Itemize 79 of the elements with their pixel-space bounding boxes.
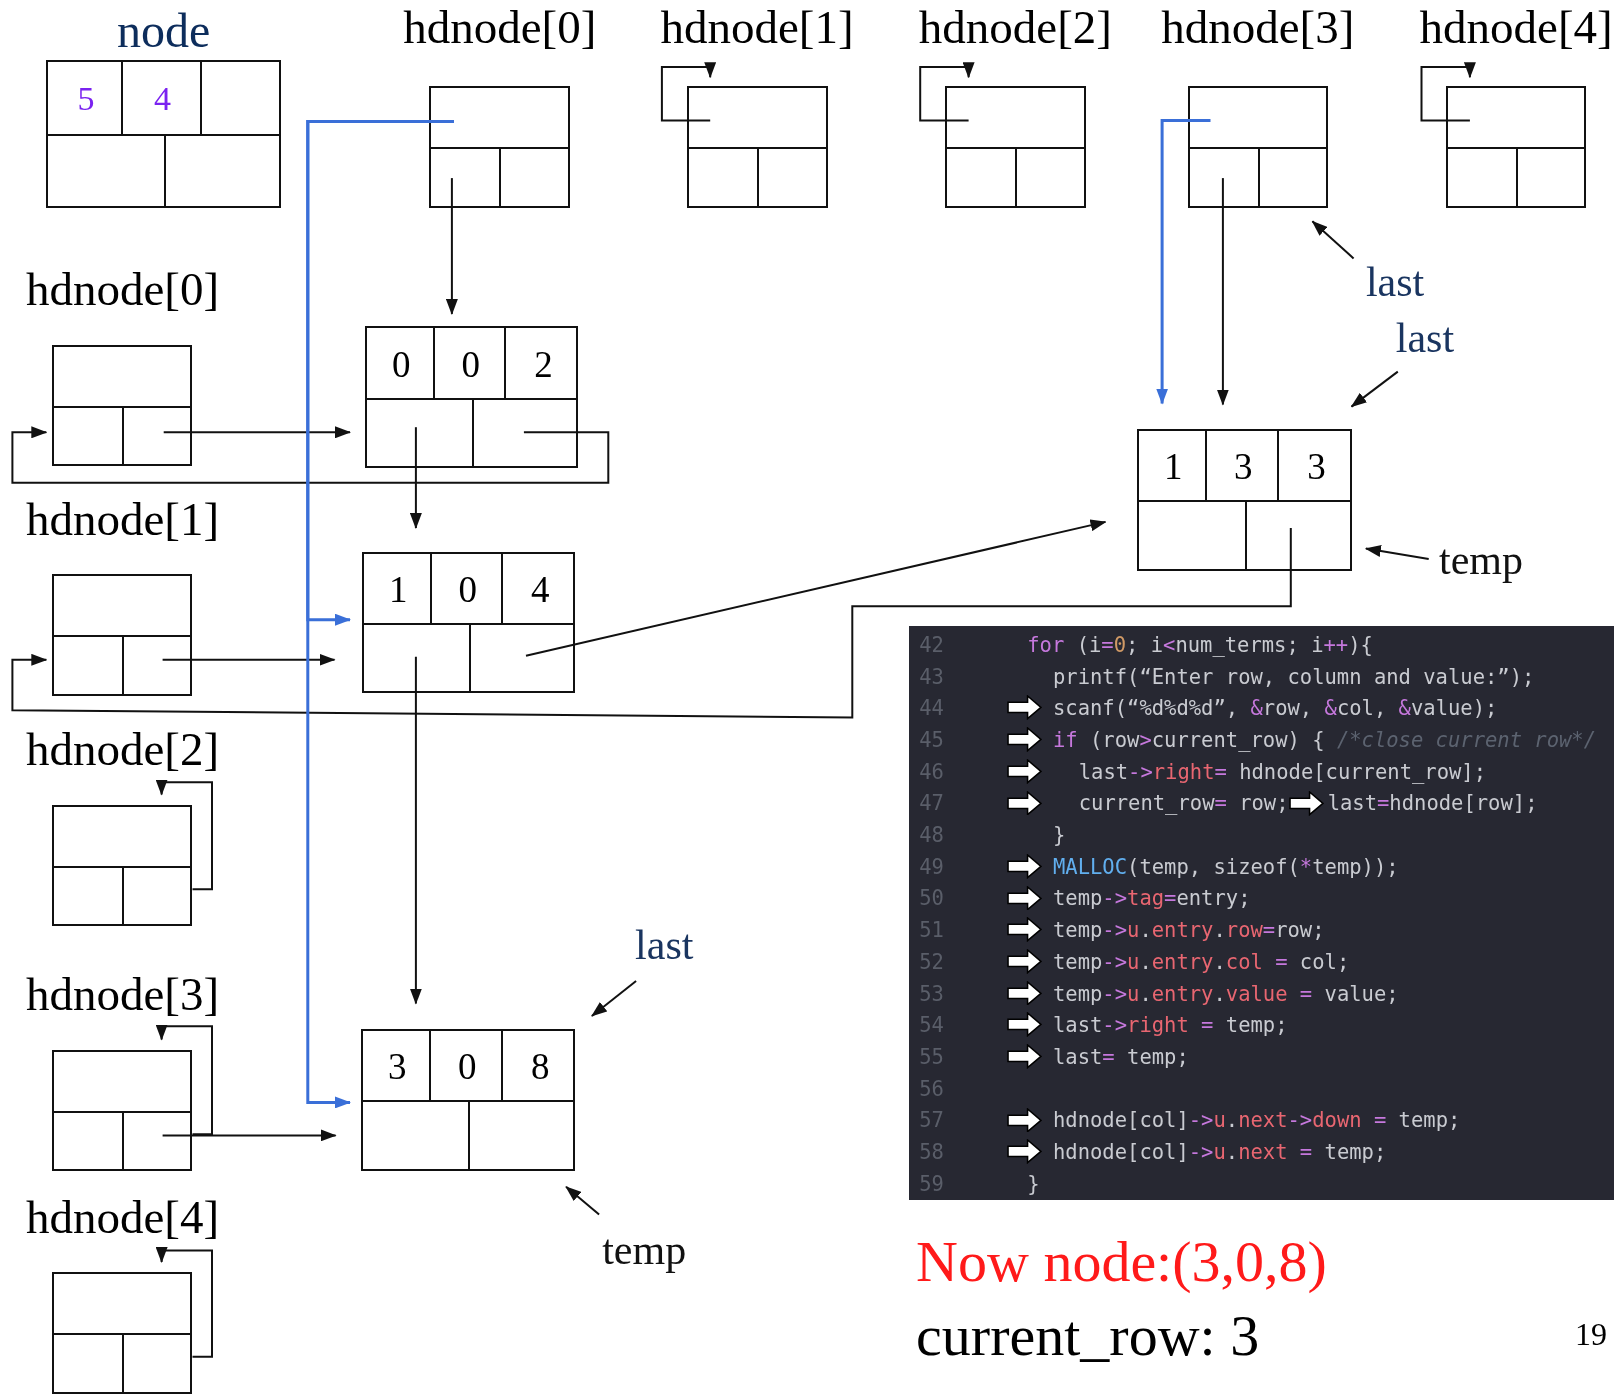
cell-value: 0 [458, 570, 477, 608]
code-line: temp->u.entry.row=row; [1053, 918, 1325, 943]
arrow [162, 426, 351, 439]
cell-value: 4 [531, 570, 550, 608]
loop-arrow [1420, 62, 1476, 122]
code-line: MALLOC(temp, sizeof(*temp)); [1053, 854, 1399, 879]
code-line: last= temp; [1053, 1045, 1189, 1069]
node-heading: hdnode[4] [1419, 1, 1613, 54]
arrow [161, 1129, 337, 1142]
arrow [1216, 177, 1229, 406]
code-line: if (row>current_row) { /*close current row*/ [1053, 727, 1597, 752]
code-line: temp->u.entry.col = col; [1053, 949, 1350, 974]
pointer-label: last [1395, 317, 1455, 360]
arrow [11, 527, 1292, 719]
arrow [161, 653, 336, 666]
node-heading: hdnode[4] [25, 1191, 220, 1244]
page-number: 19 [1574, 1317, 1607, 1350]
loop-arrow [155, 1247, 213, 1358]
node-heading: hdnode[2] [918, 1, 1112, 54]
code-panel [908, 625, 1614, 1201]
pointer-label: temp [602, 1229, 687, 1271]
node-heading: hdnode[2] [25, 724, 220, 777]
cell-value: 3 [388, 1048, 407, 1086]
cell-value: 5 [77, 81, 95, 116]
node-heading: hdnode[0] [25, 264, 220, 316]
arrow [409, 426, 422, 529]
node-heading: hdnode[0] [403, 1, 597, 54]
record-box [361, 1029, 576, 1172]
cell-value: 3 [1307, 448, 1326, 486]
loop-arrow [660, 62, 717, 122]
arrow [525, 519, 1107, 657]
record-box [362, 551, 576, 693]
cell-value: 0 [392, 345, 411, 383]
pointer-label: last [635, 924, 694, 967]
code-line: scanf(“%d%d%d”, &row, &col, &value); [1053, 696, 1498, 721]
loop-arrow [919, 62, 975, 122]
code-line: hdnode[col]->u.next->down = temp; [1053, 1108, 1461, 1133]
code-line: last=hdnode[row]; [1327, 791, 1538, 816]
arrow [409, 655, 422, 1005]
status-text: current_row: 3 [916, 1307, 1260, 1366]
arrow [1364, 545, 1430, 560]
code-line: printf(“Enter row, column and value:”); [1053, 664, 1535, 689]
code-line: for (i=0; i<num_terms; i++){ [1027, 632, 1373, 657]
cell-value: 4 [154, 81, 172, 116]
loop-arrow [155, 779, 213, 891]
arrow [590, 980, 638, 1017]
node-heading: hdnode[3] [1161, 1, 1355, 54]
arrow [1350, 370, 1399, 408]
cell-value: 0 [461, 345, 481, 383]
code-line: last->right = temp; [1053, 1013, 1288, 1038]
record-box [1137, 429, 1352, 572]
status-text: Now node:(3,0,8) [916, 1233, 1327, 1292]
cell-value: 2 [534, 345, 553, 383]
node-heading: node [117, 4, 211, 58]
arrow [565, 1185, 601, 1216]
code-line: } [1027, 1171, 1040, 1196]
node-heading: hdnode[1] [660, 1, 854, 54]
pointer-label: temp [1439, 539, 1523, 582]
record-box [365, 326, 579, 469]
loop-arrow [155, 1024, 213, 1136]
arrow [1311, 220, 1355, 260]
node-heading: hdnode[3] [25, 969, 220, 1022]
code-line: temp->u.entry.value = value; [1053, 981, 1399, 1006]
code-line: } [1053, 823, 1066, 848]
arrow [306, 120, 454, 1109]
code-line: temp->tag=entry; [1053, 886, 1251, 911]
arrow [1156, 118, 1211, 405]
code-line: hdnode[col]->u.next = temp; [1053, 1140, 1387, 1165]
cell-value: 0 [458, 1048, 477, 1086]
cell-value: 3 [1234, 448, 1253, 486]
arrow [11, 426, 610, 484]
pointer-label: last [1365, 261, 1425, 304]
cell-value: 8 [531, 1048, 550, 1086]
cell-value: 1 [389, 570, 408, 608]
code-line: current_row= row; [1078, 791, 1289, 816]
code-line: last->right= hdnode[current_row]; [1078, 759, 1487, 784]
cell-value: 1 [1164, 448, 1183, 486]
node-heading: hdnode[1] [25, 493, 220, 546]
arrow [445, 177, 458, 315]
